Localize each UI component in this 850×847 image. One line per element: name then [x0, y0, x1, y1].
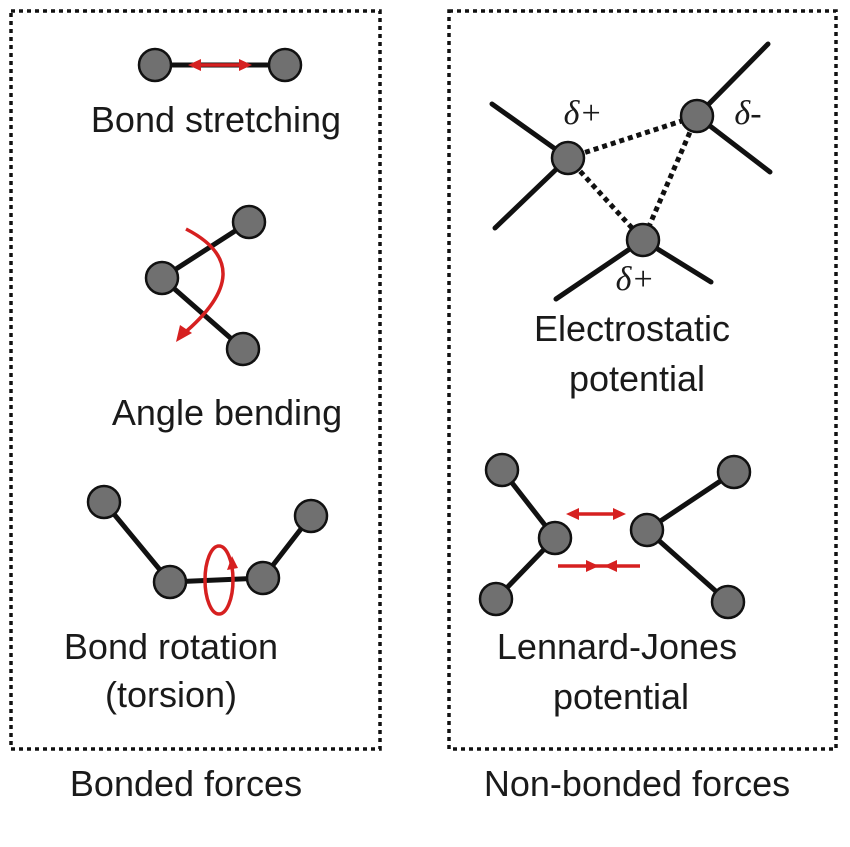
atom: [550, 140, 586, 176]
bond-rotation-figure: [86, 484, 329, 616]
label-torsion: (torsion): [105, 674, 237, 715]
label-bond-rotation: Bond rotation: [64, 626, 278, 667]
atom: [293, 498, 329, 534]
atom: [484, 452, 520, 488]
caption-nonbonded-forces: Non-bonded forces: [484, 763, 790, 804]
lennard-jones-figure: [478, 452, 752, 620]
atom: [231, 204, 267, 240]
label-bond-stretching: Bond stretching: [91, 99, 341, 140]
atom: [225, 331, 261, 367]
label-lennard-jones: Lennard-Jones: [497, 626, 737, 667]
atom: [152, 564, 188, 600]
atom: [478, 581, 514, 617]
label-angle-bending: Angle bending: [112, 392, 342, 433]
caption-bonded-forces: Bonded forces: [70, 763, 302, 804]
label-electrostatic: Electrostatic: [534, 308, 730, 349]
charge-left: δ+: [564, 95, 603, 132]
atom: [537, 520, 573, 556]
nonbonded-frame: [447, 9, 838, 751]
electrostatic-figure: [489, 41, 773, 302]
label-electrostatic-potential: potential: [569, 358, 705, 399]
atom: [679, 98, 715, 134]
atom: [137, 47, 173, 83]
atom: [625, 222, 661, 258]
atom: [144, 260, 180, 296]
bond-stretching-figure: [137, 47, 303, 83]
atom: [86, 484, 122, 520]
atom: [245, 560, 281, 596]
bonded-frame: [9, 9, 382, 751]
atom: [267, 47, 303, 83]
charge-bottom: δ+: [616, 261, 655, 298]
atom: [710, 584, 746, 620]
charge-right: δ-: [734, 95, 761, 132]
atom: [716, 454, 752, 490]
label-lj-potential: potential: [553, 676, 689, 717]
angle-bending-figure: [144, 204, 267, 367]
atom: [629, 512, 665, 548]
